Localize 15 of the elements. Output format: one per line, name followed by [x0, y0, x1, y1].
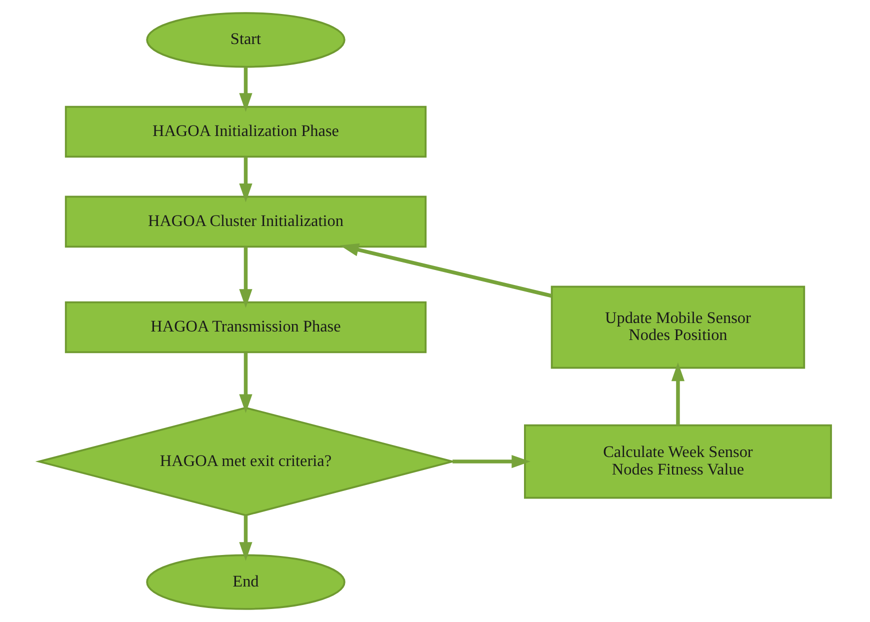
- arrow: [239, 67, 252, 112]
- node-box: HAGOA Transmission Phase: [64, 301, 427, 354]
- node-box: Update Mobile Sensor Nodes Position: [550, 286, 806, 369]
- arrow: [239, 156, 252, 202]
- arrow: [239, 246, 252, 308]
- node-box: HAGOA Cluster Initialization: [64, 196, 427, 248]
- arrow: [340, 243, 552, 298]
- arrow: [239, 516, 252, 561]
- node-box: HAGOA Initialization Phase: [64, 106, 427, 158]
- arrow: [239, 352, 252, 413]
- node-ellipse: End: [146, 554, 346, 610]
- arrow: [671, 362, 685, 426]
- node-ellipse: Start: [146, 12, 346, 68]
- node-box: Calculate Week Sensor Nodes Fitness Value: [524, 424, 832, 499]
- arrow: [452, 454, 530, 468]
